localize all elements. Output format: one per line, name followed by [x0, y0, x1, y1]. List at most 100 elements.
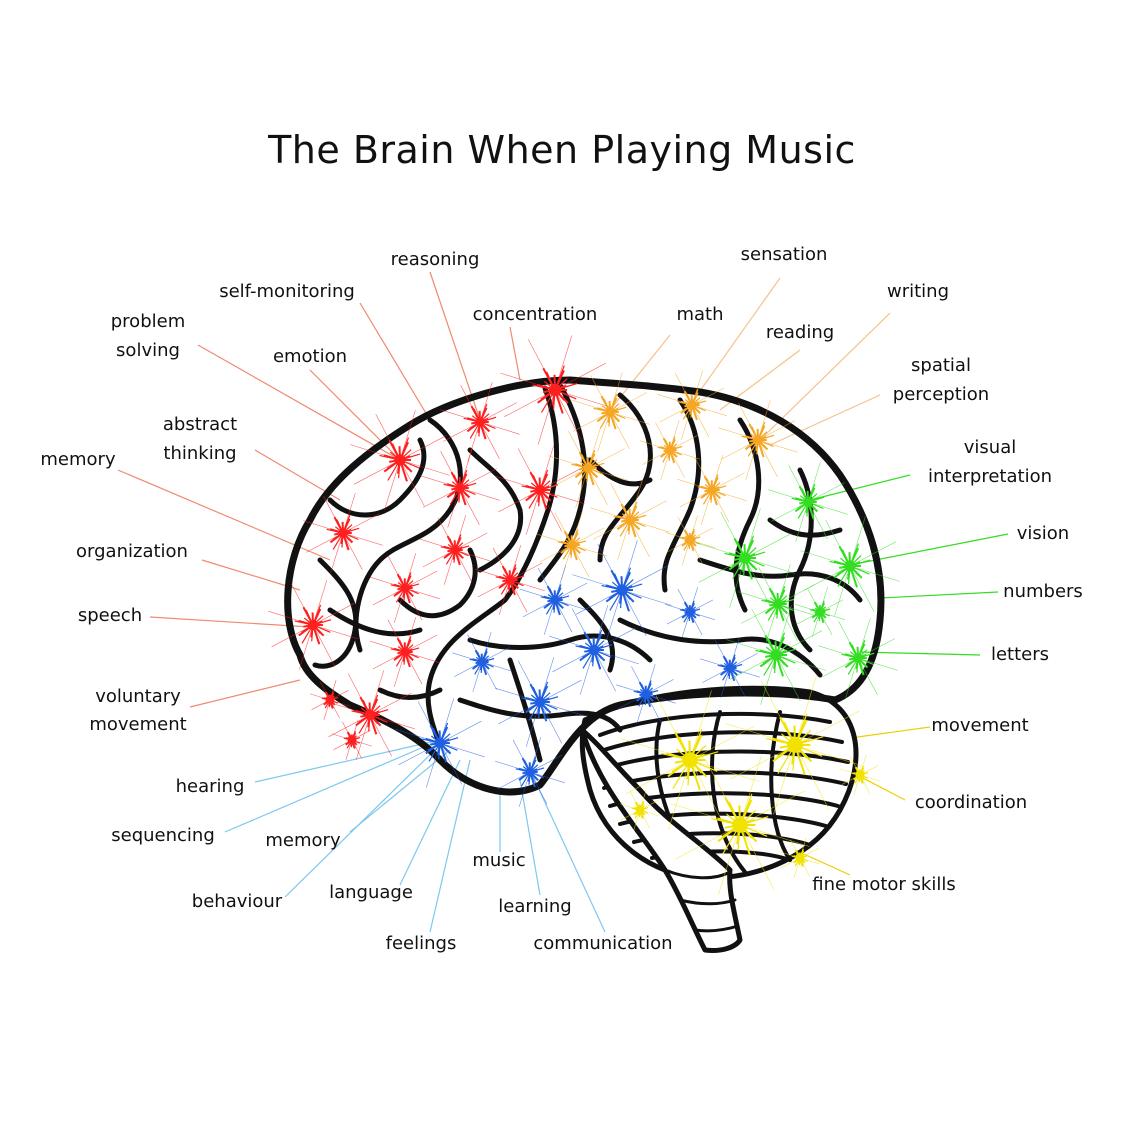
label-temporal-8: communication — [533, 933, 672, 954]
label-temporal-3: behaviour — [192, 891, 283, 912]
spark-parietal-2 — [718, 400, 798, 480]
brain-illustration — [284, 376, 885, 953]
spark-parietal-8 — [665, 515, 715, 565]
spark-frontal-5 — [303, 493, 383, 573]
label-frontal-2: concentration — [473, 304, 598, 325]
spark-frontal-3 — [420, 448, 500, 528]
cerebrum-outline — [284, 376, 885, 796]
label-frontal-10: speech — [78, 605, 142, 626]
label-cerebellum-2: fine motor skills — [812, 874, 955, 895]
label-temporal-2: memory — [265, 830, 341, 851]
label-temporal-4: language — [329, 882, 413, 903]
spark-frontal-4 — [495, 445, 585, 535]
spark-cerebellum-4 — [780, 838, 820, 878]
leader-line-occipital-0 — [809, 474, 911, 501]
label-frontal-5: emotion — [273, 346, 347, 367]
spark-occipital-3 — [738, 564, 818, 644]
spark-occipital-1 — [695, 508, 795, 608]
label-cerebellum-1: coordination — [915, 792, 1027, 813]
spark-frontal-12 — [310, 680, 350, 720]
label-temporal-0: hearing — [176, 776, 245, 797]
spark-temporal-8 — [700, 638, 760, 698]
spark-temporal-6 — [395, 698, 485, 788]
spark-parietal-4 — [640, 420, 700, 480]
leader-line-temporal-6 — [519, 779, 541, 896]
leader-line-frontal-10 — [149, 616, 311, 628]
leader-line-frontal-2 — [509, 326, 521, 381]
spark-cerebellum-3 — [840, 755, 880, 795]
spark-temporal-5 — [616, 664, 676, 724]
label-frontal-3: problem — [111, 311, 185, 332]
spark-cerebellum-0 — [620, 690, 760, 830]
leader-line-occipital-4 — [859, 651, 981, 656]
spark-frontal-10 — [370, 617, 440, 687]
spark-frontal-8 — [475, 545, 545, 615]
spark-temporal-9 — [665, 587, 715, 637]
spark-occipital-5 — [818, 618, 898, 698]
spark-temporal-3 — [452, 632, 512, 692]
spark-occipital-4 — [726, 605, 826, 705]
spark-frontal-1 — [440, 382, 520, 462]
spark-cerebellum-2 — [670, 755, 810, 895]
label-occipital-3: numbers — [1003, 581, 1083, 602]
label-parietal-3: reading — [766, 322, 834, 343]
label-frontal-6: abstract — [163, 414, 237, 435]
label-temporal-7: feelings — [386, 933, 457, 954]
leader-line-temporal-8 — [529, 769, 606, 933]
leader-line-occipital-3 — [879, 591, 999, 599]
label-frontal-8: memory — [40, 449, 116, 470]
leader-line-temporal-0 — [254, 739, 441, 783]
label-frontal-4: solving — [116, 340, 180, 361]
label-occipital-1: interpretation — [928, 466, 1052, 487]
spark-frontal-7 — [370, 553, 440, 623]
spark-occipital-2 — [800, 516, 900, 616]
leader-line-parietal-4 — [769, 394, 881, 446]
leader-line-frontal-9 — [201, 559, 301, 591]
label-occipital-4: letters — [991, 644, 1049, 665]
label-parietal-0: math — [676, 304, 723, 325]
spark-frontal-13 — [332, 720, 372, 760]
brain-stem — [579, 727, 743, 953]
leader-line-parietal-1 — [689, 277, 781, 406]
spark-frontal-11 — [325, 670, 415, 760]
label-frontal-7: thinking — [163, 443, 236, 464]
spark-temporal-4 — [495, 657, 585, 747]
label-parietal-2: writing — [887, 281, 949, 302]
leader-line-temporal-3 — [284, 744, 441, 898]
leader-line-temporal-2 — [349, 749, 451, 833]
label-frontal-12: movement — [89, 714, 186, 735]
spark-parietal-3 — [548, 428, 628, 508]
spark-frontal-2 — [350, 410, 450, 510]
leader-line-temporal-4 — [399, 759, 461, 886]
spark-temporal-2 — [549, 605, 639, 695]
page-title: The Brain When Playing Music — [268, 128, 856, 172]
leader-line-temporal-1 — [224, 739, 441, 833]
spark-parietal-6 — [590, 480, 670, 560]
spark-occipital-0 — [768, 462, 848, 542]
label-temporal-5: music — [472, 850, 525, 871]
spark-parietal-5 — [677, 455, 747, 525]
leader-line-frontal-5 — [309, 369, 401, 461]
label-frontal-9: organization — [76, 541, 188, 562]
spark-frontal-9 — [268, 580, 358, 670]
spark-cerebellum-5 — [620, 790, 660, 830]
label-frontal-11: voluntary — [95, 686, 181, 707]
brain-gyri — [312, 382, 863, 763]
label-occipital-0: visual — [964, 437, 1016, 458]
label-temporal-6: learning — [498, 896, 571, 917]
leader-line-frontal-1 — [359, 302, 431, 421]
spark-temporal-1 — [572, 540, 672, 640]
leader-line-parietal-0 — [609, 334, 671, 411]
spark-frontal-0 — [500, 335, 610, 445]
spark-parietal-1 — [657, 370, 727, 440]
leader-line-frontal-11 — [189, 679, 301, 708]
label-parietal-5: perception — [893, 384, 989, 405]
label-cerebellum-0: movement — [931, 715, 1028, 736]
label-parietal-1: sensation — [741, 244, 828, 265]
label-temporal-1: sequencing — [111, 825, 215, 846]
spark-frontal-6 — [420, 515, 490, 585]
spark-occipital-6 — [795, 587, 845, 637]
spark-parietal-0 — [570, 372, 650, 452]
